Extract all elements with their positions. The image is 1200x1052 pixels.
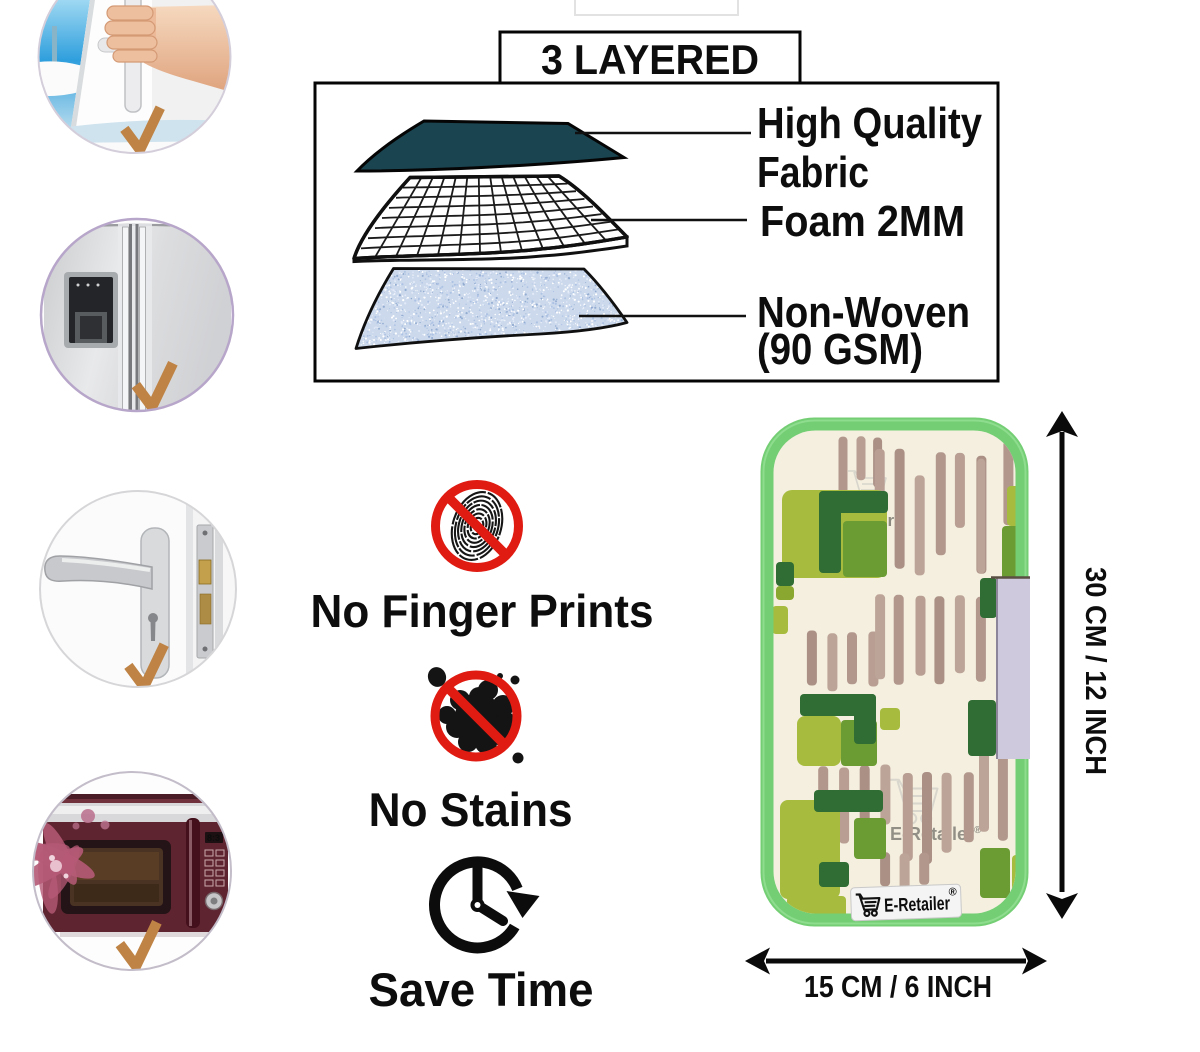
svg-text:Non-Woven: Non-Woven — [757, 288, 970, 337]
svg-text:No Stains: No Stains — [369, 783, 573, 836]
svg-text:®: ® — [948, 886, 957, 898]
svg-text:E-Retailer®: E-Retailer® — [890, 824, 982, 844]
svg-text:(90 GSM): (90 GSM) — [757, 325, 923, 374]
svg-text:No Finger Prints: No Finger Prints — [311, 585, 654, 637]
svg-text:15 CM / 6 INCH: 15 CM / 6 INCH — [804, 969, 992, 1004]
svg-text:Foam 2MM: Foam 2MM — [760, 197, 965, 246]
svg-text:Save Time: Save Time — [369, 963, 594, 1016]
svg-text:Fabric: Fabric — [757, 148, 869, 197]
svg-text:E-Retailer: E-Retailer — [884, 893, 951, 916]
svg-text:30 CM / 12 INCH: 30 CM / 12 INCH — [1079, 567, 1111, 775]
svg-text:3 LAYERED: 3 LAYERED — [541, 36, 759, 83]
svg-text:8:3: 8:3 — [207, 833, 220, 843]
svg-text:High Quality: High Quality — [757, 99, 982, 148]
